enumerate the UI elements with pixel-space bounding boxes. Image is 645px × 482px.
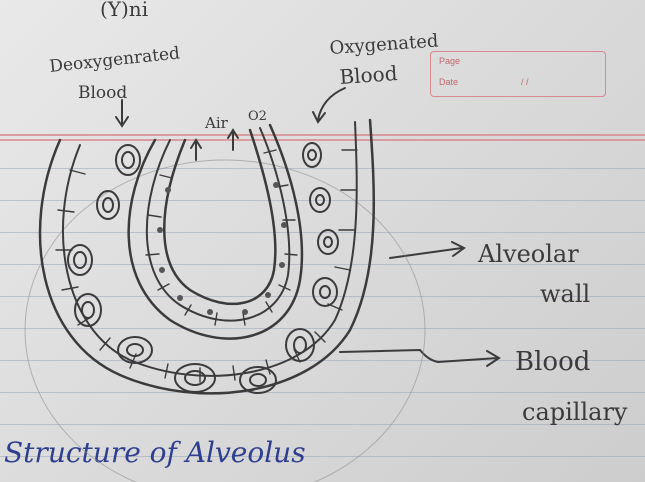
alveolar-wall-inner: [164, 130, 275, 304]
wall-ticks: [56, 150, 357, 382]
air-label: Air: [204, 114, 229, 132]
oxy-label-line1: Oxygenated: [329, 30, 439, 59]
deoxy-arrow: [116, 100, 128, 126]
deoxy-label-line1: Deoxygenrated: [48, 43, 181, 77]
label-arrows: [116, 88, 499, 366]
oxy-label-line2: Blood: [339, 61, 399, 89]
alveolar-wall-middle: [147, 128, 289, 321]
alveolar-label-line1: Alveolar: [477, 240, 579, 268]
oxy-arrow: [313, 88, 345, 122]
air-arrow-up-2: [228, 130, 238, 150]
air-arrow-up: [191, 140, 201, 160]
caption: Structure of Alveolus: [4, 436, 306, 469]
alveolar-wall-outer: [129, 125, 302, 339]
capillary-label-line1: Blood: [515, 347, 590, 377]
capillary-label-line2: capillary: [522, 398, 628, 426]
top-scribble: (Y)ni: [100, 0, 148, 21]
inner-cell-dots: [157, 182, 287, 315]
o2-label: O2: [248, 109, 267, 124]
capillary-arrow: [340, 350, 499, 366]
alveolar-label-line2: wall: [540, 280, 590, 308]
deoxy-label-line2: Blood: [78, 83, 127, 103]
